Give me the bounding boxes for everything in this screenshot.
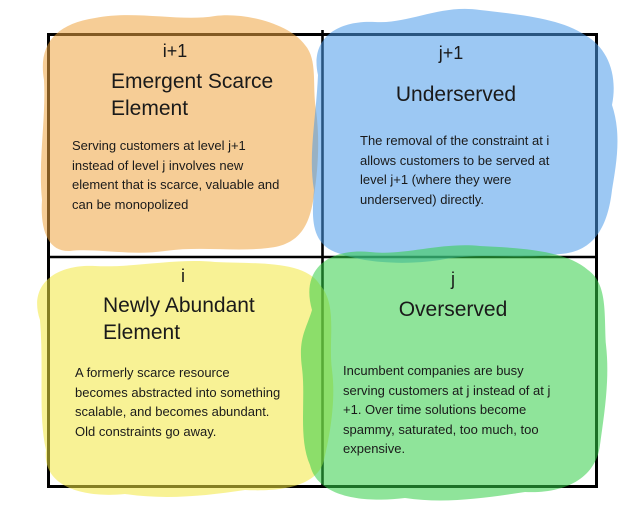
blob-underserved bbox=[311, 8, 618, 263]
quadrant-tr-heading: Underserved bbox=[395, 83, 517, 106]
quadrant-tl-description: Serving customers at level j+1 instead o… bbox=[72, 138, 280, 212]
quadrant-bl-description: A formerly scarce resource becomes abstr… bbox=[75, 365, 281, 439]
blob-newly-abundant-element bbox=[37, 261, 334, 497]
quadrant-br-heading: Overserved bbox=[398, 298, 508, 321]
quadrant-tl-axis-label: i+1 bbox=[162, 41, 188, 61]
blob-emergent-scarce-element bbox=[40, 15, 319, 253]
quadrant-br-axis-label: j bbox=[451, 269, 455, 289]
quadrant-blobs bbox=[37, 8, 618, 501]
blob-overserved bbox=[300, 245, 608, 501]
quadrant-bl-heading: Newly Abundant Element bbox=[103, 294, 255, 344]
quadrant-tr-description: The removal of the constraint at i allow… bbox=[360, 133, 550, 207]
quadrant-br-description: Incumbent companies are busy serving cus… bbox=[343, 363, 551, 456]
quadrant-tr-axis-label: j+1 bbox=[438, 43, 464, 63]
quadrant-tl-heading: Emergent Scarce Element bbox=[111, 70, 274, 120]
quadrant-bl-axis-label: i bbox=[181, 266, 185, 286]
